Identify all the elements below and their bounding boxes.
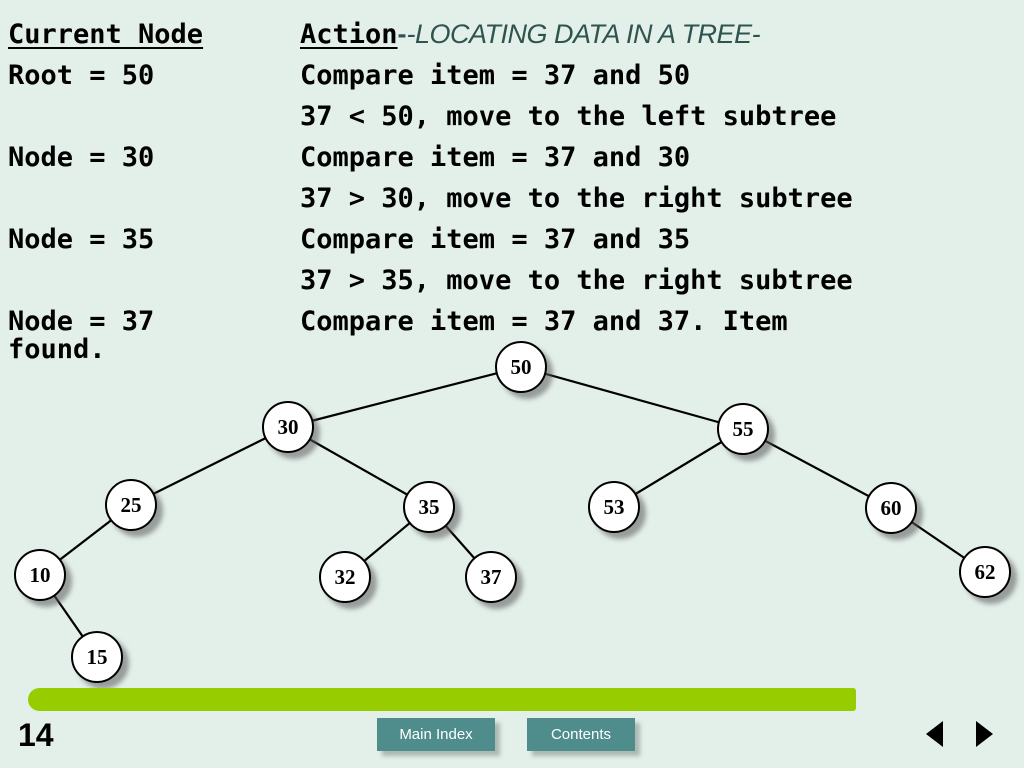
row-action: Compare item = 37 and 50 <box>300 60 691 91</box>
slide-title: -LOCATING DATA IN A TREE- <box>406 19 761 49</box>
tree-node-53[interactable]: 53 <box>588 481 640 533</box>
title-dash-prefix: - <box>397 19 407 49</box>
trace-row: Node = 30 Compare item = 37 and 30 <box>0 141 1024 182</box>
tree-node-25[interactable]: 25 <box>105 479 157 531</box>
tree-node-55[interactable]: 55 <box>717 403 769 455</box>
header-action: Action <box>300 19 398 50</box>
row-action: Compare item = 37 and 35 <box>300 224 691 255</box>
row-action: Compare item = 37 and 30 <box>300 142 691 173</box>
header-action-group: Action--LOCATING DATA IN A TREE- <box>300 18 761 51</box>
row-action: 37 < 50, move to the left subtree <box>300 101 837 132</box>
accent-bar <box>28 688 856 711</box>
trace-row: Node = 35 Compare item = 37 and 35 <box>0 223 1024 264</box>
tree-node-50[interactable]: 50 <box>495 341 547 393</box>
trace-row: Root = 50 Compare item = 37 and 50 <box>0 59 1024 100</box>
main-index-button[interactable]: Main Index <box>377 718 495 751</box>
tree-node-32[interactable]: 32 <box>319 551 371 603</box>
row-node-wrap: found. <box>8 334 106 365</box>
page-number: 14 <box>18 717 54 753</box>
row-node: Node = 35 <box>8 224 155 255</box>
tree-node-60[interactable]: 60 <box>865 482 917 534</box>
tree-node-15[interactable]: 15 <box>71 631 123 683</box>
edge-50-55 <box>520 365 744 431</box>
trace-row: 37 < 50, move to the left subtree <box>0 100 1024 141</box>
triangle-left-icon[interactable] <box>926 721 943 747</box>
triangle-right-icon[interactable] <box>976 721 993 747</box>
row-node: Node = 30 <box>8 142 155 173</box>
tree-node-37[interactable]: 37 <box>465 551 517 603</box>
trace-row: 37 > 30, move to the right subtree <box>0 182 1024 223</box>
tree-node-30[interactable]: 30 <box>262 401 314 453</box>
row-action: 37 > 30, move to the right subtree <box>300 183 853 214</box>
row-node: Root = 50 <box>8 60 155 91</box>
trace-row: 37 > 35, move to the right subtree <box>0 264 1024 305</box>
contents-button[interactable]: Contents <box>527 718 635 751</box>
tree-node-35[interactable]: 35 <box>403 481 455 533</box>
trace-row: Node = 37 Compare item = 37 and 37. Item… <box>0 305 1024 375</box>
trace-header-row: Current Node Action--LOCATING DATA IN A … <box>0 18 1024 59</box>
row-action: 37 > 35, move to the right subtree <box>300 265 853 296</box>
edge-50-30 <box>287 365 522 429</box>
row-action: Compare item = 37 and 37. Item <box>300 306 788 337</box>
tree-node-62[interactable]: 62 <box>959 546 1011 598</box>
tree-node-10[interactable]: 10 <box>14 549 66 601</box>
row-node: Node = 37 <box>8 306 155 337</box>
header-current-node: Current Node <box>8 19 204 50</box>
